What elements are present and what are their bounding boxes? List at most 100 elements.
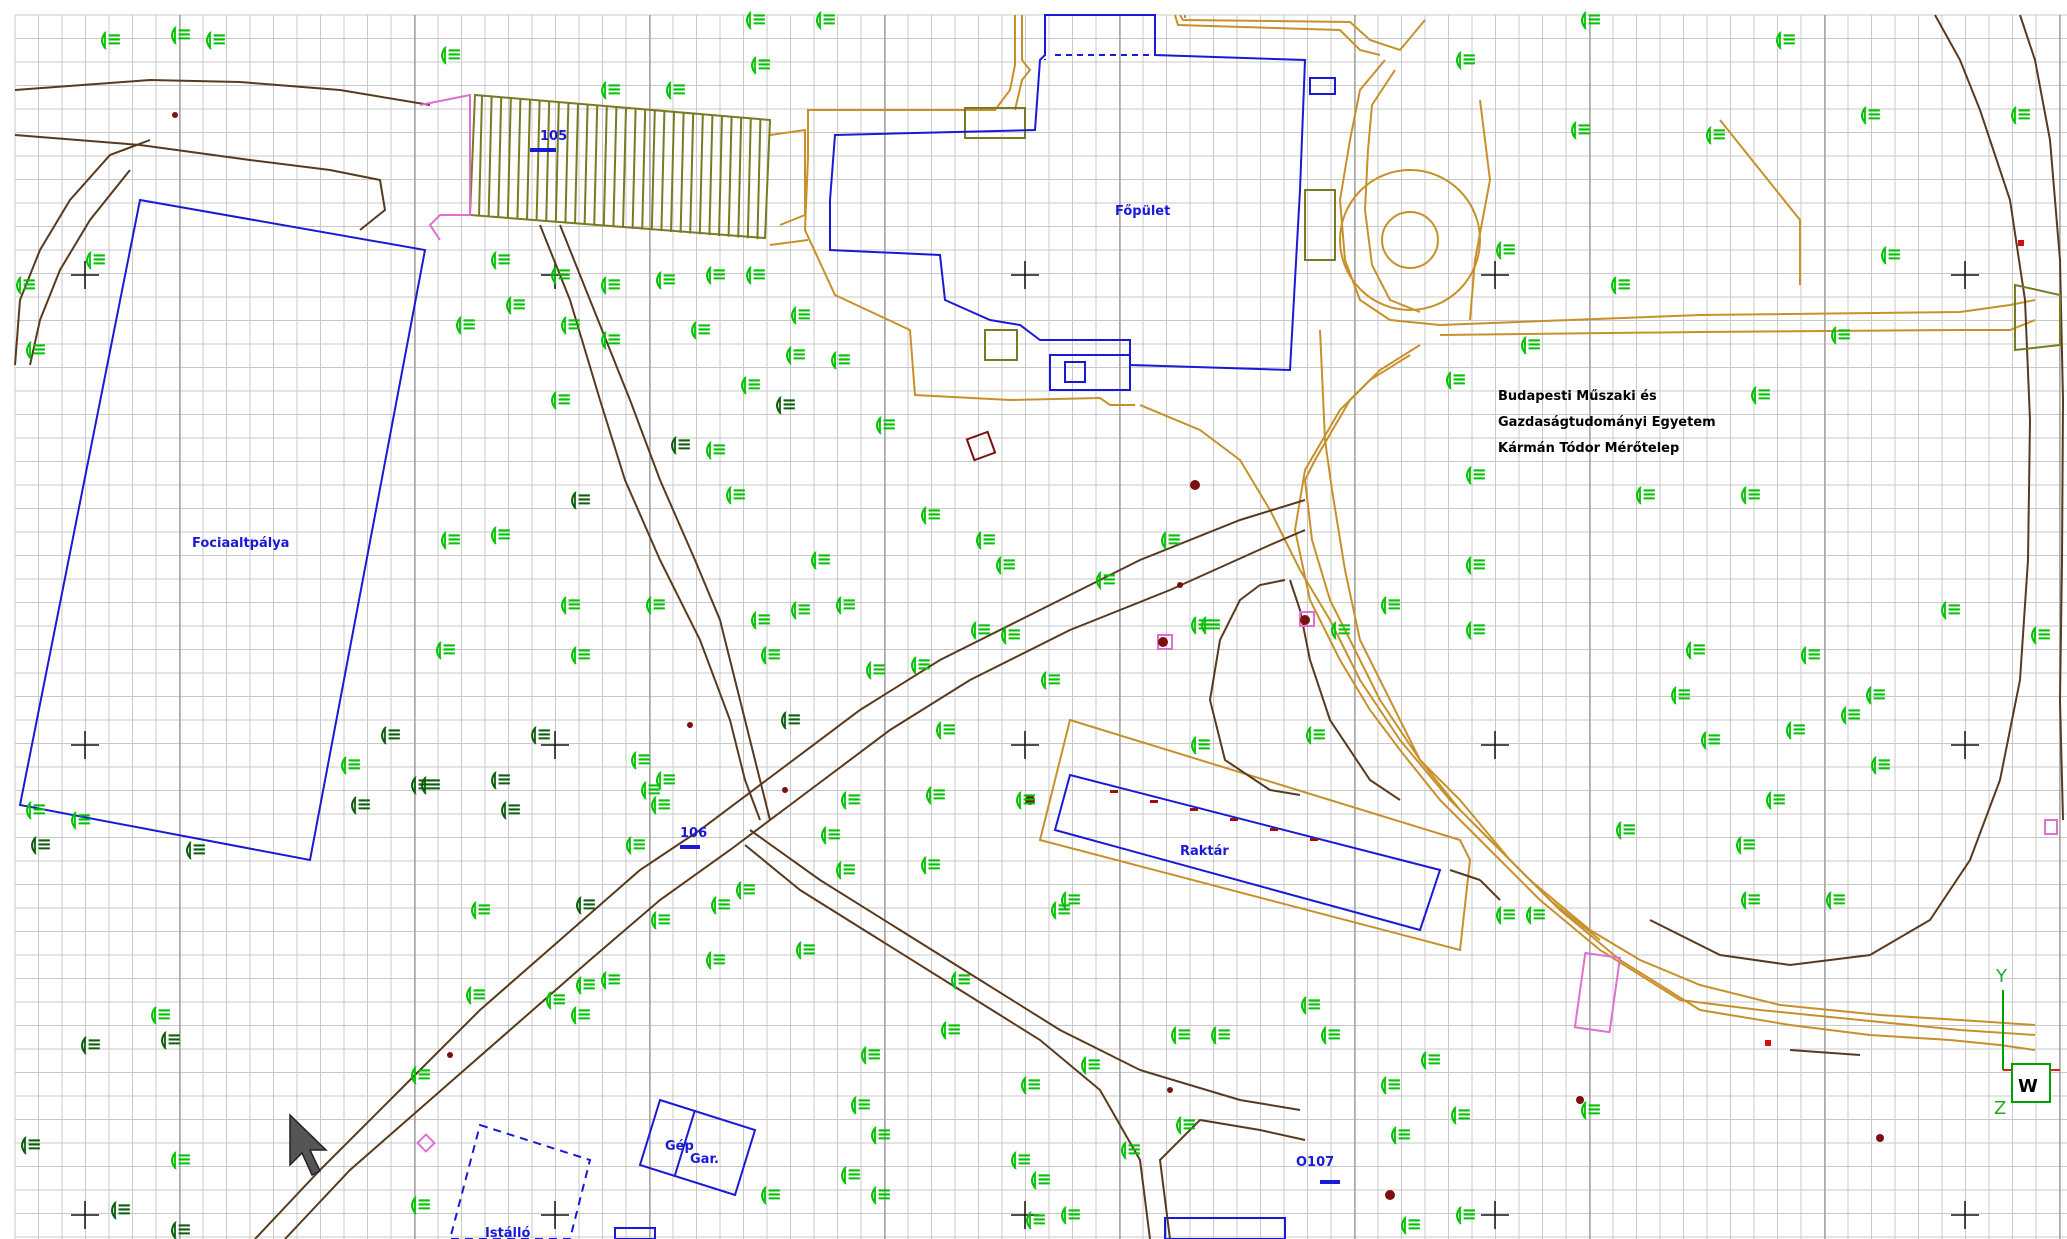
- crosshair-icon: [1951, 261, 1979, 289]
- tree-symbols: ⟬≡ ⟬≡ ⟬≡ ⟬≡ ⟬≡ ⟬≡ ⟬≡ ⟬≡ ⟬≡ ⟬≡ ⟬≡ ⟬≡ ⟬≡ ⟬≡ ⟬≡ ⟬≡ ⟬≡ ⟬≡ ⟬≡ ⟬≡…: [15, 9, 2052, 1239]
- tree-symbol-icon: ⟬≡: [1210, 1024, 1232, 1045]
- tree-symbol-icon: ⟬≡: [100, 29, 122, 50]
- axis-w-label: W: [2018, 1076, 2038, 1097]
- tree-symbol-icon: ⟬≡: [1020, 1074, 1042, 1095]
- tree-symbol-icon: ⟬≡: [1190, 734, 1212, 755]
- tree-symbol-icon: ⟬≡: [1610, 274, 1632, 295]
- tree-symbol-icon: ⟬≡: [1465, 464, 1487, 485]
- tree-symbol-icon: ⟬≡: [1060, 889, 1082, 910]
- tree-symbol-icon: ⟬≡: [920, 504, 942, 525]
- main-building-outline: [829, 14, 1307, 372]
- tree-symbol-icon: ⟬≡: [85, 249, 107, 270]
- tree-symbol-icon: ⟬≡: [1010, 1149, 1032, 1170]
- tree-symbol-icon: ⟬≡: [20, 1134, 42, 1155]
- paths: [14, 14, 2065, 1239]
- survey-points: 105 106 O107: [530, 129, 1340, 1184]
- tree-symbol-icon: ⟬≡: [1940, 599, 1962, 620]
- tree-symbol-icon: ⟬≡: [745, 9, 767, 30]
- tree-symbol-icon: ⟬≡: [1775, 29, 1797, 50]
- tree-symbol-icon: ⟬≡: [870, 1184, 892, 1205]
- tree-symbol-icon: ⟬≡: [575, 894, 597, 915]
- tree-symbol-icon: ⟬≡: [570, 644, 592, 665]
- tree-symbol-icon: ⟬≡: [2010, 104, 2032, 125]
- tree-symbol-icon: ⟬≡: [655, 769, 677, 790]
- tree-symbol-icon: ⟬≡: [1865, 684, 1887, 705]
- tree-symbol-icon: ⟬≡: [1445, 369, 1467, 390]
- tree-symbol-icon: ⟬≡: [1050, 899, 1072, 920]
- tree-symbol-icon: ⟬≡: [185, 839, 207, 860]
- tree-symbol-icon: ⟬≡: [1830, 324, 1852, 345]
- tree-symbol-icon: ⟬≡: [170, 1219, 192, 1239]
- point-label-105: 105: [540, 129, 567, 144]
- barn-outline: [448, 1123, 592, 1239]
- tree-symbol-icon: ⟬≡: [785, 344, 807, 365]
- tree-symbol-icon: ⟬≡: [1750, 384, 1772, 405]
- tree-symbol-icon: ⟬≡: [670, 434, 692, 455]
- label-warehouse: Raktár: [1180, 844, 1229, 859]
- tree-symbol-icon: ⟬≡: [1765, 789, 1787, 810]
- tree-symbol-icon: ⟬≡: [1860, 104, 1882, 125]
- tree-symbol-icon: ⟬≡: [970, 619, 992, 640]
- tree-symbol-icon: ⟬≡: [760, 1184, 782, 1205]
- tree-symbol-icon: ⟬≡: [1785, 719, 1807, 740]
- label-institution-line3: Kármán Tódor Mérőtelep: [1498, 441, 1679, 456]
- point-markers: [172, 112, 2024, 1200]
- tree-symbol-icon: ⟬≡: [780, 709, 802, 730]
- warehouse-outline: [1053, 773, 1442, 932]
- tree-symbol-icon: ⟬≡: [850, 1094, 872, 1115]
- tree-symbol-icon: ⟬≡: [875, 414, 897, 435]
- tree-symbol-icon: ⟬≡: [860, 1044, 882, 1065]
- tree-symbol-icon: ⟬≡: [1825, 889, 1847, 910]
- tree-symbol-icon: ⟬≡: [160, 1029, 182, 1050]
- tree-symbol-icon: ⟬≡: [1700, 729, 1722, 750]
- crosshair-icon: [1951, 731, 1979, 759]
- tree-symbol-icon: ⟬≡: [1300, 994, 1322, 1015]
- tree-symbol-icon: ⟬≡: [1040, 669, 1062, 690]
- tree-symbol-icon: ⟬≡: [560, 314, 582, 335]
- tree-symbol-icon: ⟬≡: [490, 249, 512, 270]
- tree-symbol-icon: ⟬≡: [835, 859, 857, 880]
- tree-symbol-icon: ⟬≡: [570, 1004, 592, 1025]
- tree-symbol-icon: ⟬≡: [665, 79, 687, 100]
- tree-symbol-icon: ⟬≡: [1330, 619, 1352, 640]
- tree-symbol-icon: ⟬≡: [1380, 1074, 1402, 1095]
- tree-symbol-icon: ⟬≡: [935, 719, 957, 740]
- tree-symbol-icon: ⟬≡: [70, 809, 92, 830]
- tree-symbol-icon: ⟬≡: [150, 1004, 172, 1025]
- tree-symbol-icon: ⟬≡: [1455, 1204, 1477, 1225]
- tree-symbol-icon: ⟬≡: [1080, 1054, 1102, 1075]
- tree-symbol-icon: ⟬≡: [710, 894, 732, 915]
- crosshair-icon: [1481, 731, 1509, 759]
- tree-symbol-icon: ⟬≡: [1420, 1049, 1442, 1070]
- tree-symbol-icon: ⟬≡: [650, 794, 672, 815]
- tree-symbol-icon: ⟬≡: [1015, 789, 1037, 810]
- tree-symbol-icon: ⟬≡: [1160, 529, 1182, 550]
- roads: [769, 14, 2036, 1051]
- tree-symbol-icon: ⟬≡: [1465, 619, 1487, 640]
- tree-symbol-icon: ⟬≡: [775, 394, 797, 415]
- tree-symbol-icon: ⟬≡: [690, 319, 712, 340]
- point-label-107: O107: [1296, 1155, 1334, 1170]
- tree-symbol-icon: ⟬≡: [1570, 119, 1592, 140]
- tree-symbol-icon: ⟬≡: [600, 274, 622, 295]
- tree-symbol-icon: ⟬≡: [1025, 1209, 1047, 1230]
- tree-symbol-icon: ⟬≡: [1170, 1024, 1192, 1045]
- tree-symbol-icon: ⟬≡: [735, 879, 757, 900]
- tree-symbol-icon: ⟬≡: [570, 489, 592, 510]
- tree-symbol-icon: ⟬≡: [870, 1124, 892, 1145]
- labels: Főpület Fociaaltpálya Raktár Gar. Gép Is…: [192, 204, 1716, 1239]
- tree-symbol-icon: ⟬≡: [2030, 624, 2052, 645]
- crosshair-icon: [541, 261, 569, 289]
- tree-symbol-icon: ⟬≡: [500, 799, 522, 820]
- crosshair-markers: [71, 261, 1979, 1229]
- tree-symbol-icon: ⟬≡: [1495, 239, 1517, 260]
- tree-symbol-icon: ⟬≡: [835, 594, 857, 615]
- tree-symbol-icon: ⟬≡: [1450, 1104, 1472, 1125]
- tree-symbol-icon: ⟬≡: [465, 984, 487, 1005]
- tree-symbol-icon: ⟬≡: [575, 974, 597, 995]
- tree-symbol-icon: ⟬≡: [1870, 754, 1892, 775]
- tree-symbol-icon: ⟬≡: [440, 529, 462, 550]
- crosshair-icon: [1951, 1201, 1979, 1229]
- tree-symbol-icon: ⟬≡: [410, 1064, 432, 1085]
